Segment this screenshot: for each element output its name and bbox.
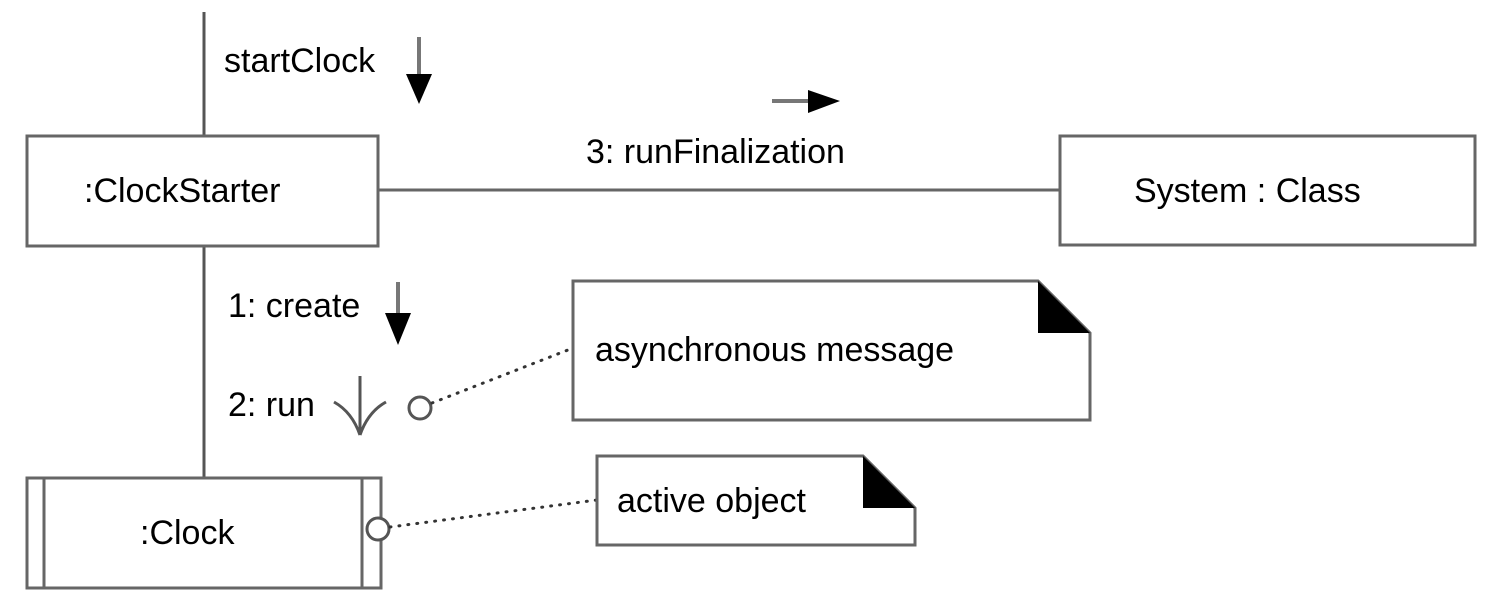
note-text-active: active object <box>617 482 806 520</box>
note-box-async[interactable] <box>571 279 1092 422</box>
message-arrowhead-startclock <box>406 74 432 104</box>
object-label-clockstarter: :ClockStarter <box>84 172 281 210</box>
message-label-create: 1: create <box>228 287 361 325</box>
note-anchor-circle-active <box>365 516 391 542</box>
message-arrowhead-run-open-left <box>333 400 362 436</box>
note-leader-line-async <box>430 346 575 405</box>
message-label-startclock: startClock <box>224 42 376 80</box>
note-leader-line-active <box>388 498 599 529</box>
object-label-system: System : Class <box>1134 172 1361 210</box>
note-box-active[interactable] <box>595 454 917 547</box>
message-arrowhead-create <box>385 313 411 345</box>
object-box-clock[interactable] <box>25 476 383 590</box>
note-fold-async <box>1038 281 1090 333</box>
object-box-system[interactable] <box>1058 134 1477 247</box>
object-label-clock: :Clock <box>140 514 235 552</box>
note-anchor-circle-async <box>407 395 433 421</box>
message-label-runfinalization: 3: runFinalization <box>586 133 845 171</box>
note-text-async: asynchronous message <box>595 331 955 369</box>
message-label-run: 2: run <box>228 386 315 424</box>
message-arrowhead-run-open-right <box>358 400 387 436</box>
note-fold-active <box>863 456 915 508</box>
object-box-clockstarter[interactable] <box>25 134 380 248</box>
message-arrowhead-runfinalization <box>808 90 840 113</box>
